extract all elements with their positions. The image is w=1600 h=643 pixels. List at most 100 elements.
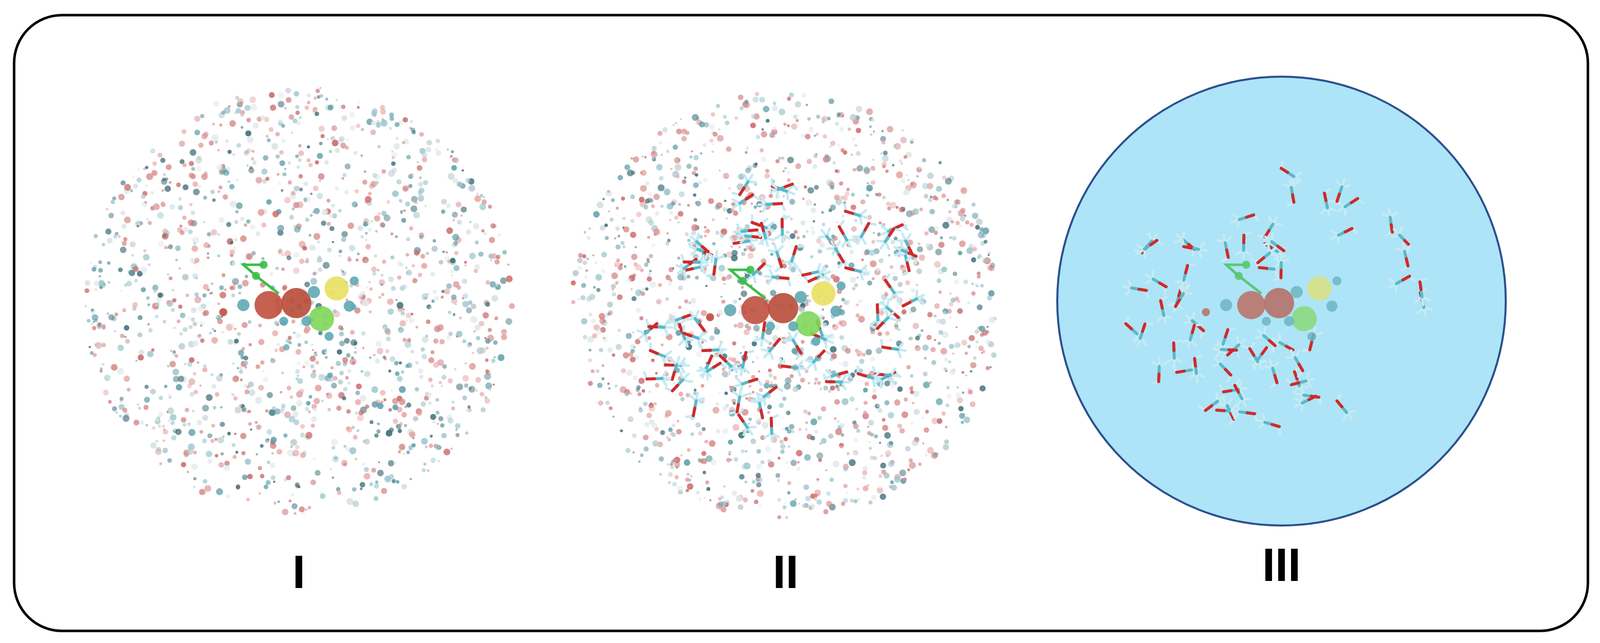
solvent-atom bbox=[157, 424, 161, 428]
solvent-atom bbox=[313, 232, 321, 240]
solvent-atom bbox=[352, 434, 358, 439]
solvent-atom bbox=[632, 375, 637, 380]
solvent-atom bbox=[165, 163, 172, 170]
solvent-atom bbox=[203, 131, 209, 138]
solvent-atom bbox=[281, 123, 285, 128]
solvent-atom bbox=[416, 164, 423, 171]
solvent-atom bbox=[295, 444, 300, 450]
solvent-atom bbox=[300, 423, 305, 429]
solvent-atom bbox=[147, 263, 151, 266]
solvent-atom bbox=[273, 480, 276, 483]
solvent-atom bbox=[807, 186, 814, 194]
solvent-atom bbox=[186, 470, 189, 473]
solvent-atom bbox=[240, 109, 246, 115]
solvent-atom bbox=[405, 201, 411, 207]
solvent-atom bbox=[347, 222, 355, 229]
solvent-atom bbox=[243, 355, 248, 360]
solvent-atom bbox=[344, 163, 351, 170]
solvent-atom bbox=[852, 137, 856, 141]
solvent-atom bbox=[189, 149, 197, 156]
solvent-atom bbox=[303, 197, 307, 202]
solvent-atom bbox=[265, 437, 270, 443]
solvent-atom bbox=[921, 416, 925, 419]
solvent-atom bbox=[99, 368, 103, 372]
solvent-atom bbox=[137, 403, 140, 406]
solvent-atom bbox=[241, 406, 247, 413]
solvent-atom bbox=[244, 389, 250, 395]
solvent-atom bbox=[101, 342, 106, 348]
solvent-atom bbox=[183, 451, 189, 457]
solvent-atom bbox=[402, 184, 409, 192]
solvent-atom bbox=[450, 269, 455, 274]
solvent-atom bbox=[450, 447, 453, 450]
solvent-atom bbox=[588, 357, 592, 362]
solvent-atom bbox=[102, 389, 109, 396]
solvent-atom bbox=[266, 460, 271, 464]
solvent-atom bbox=[290, 131, 293, 134]
solvent-atom bbox=[157, 212, 164, 219]
model-illustration bbox=[72, 74, 526, 528]
solvent-atom bbox=[430, 271, 436, 277]
solvent-atom bbox=[465, 177, 471, 183]
solvent-atom bbox=[738, 245, 742, 249]
solvent-atom bbox=[368, 183, 375, 189]
solvent-atom bbox=[987, 295, 993, 301]
solvent-atom bbox=[453, 265, 460, 272]
panel-label: I bbox=[292, 548, 306, 595]
solvent-atom bbox=[406, 402, 412, 408]
solvent-atom bbox=[275, 266, 280, 271]
solvent-atom bbox=[757, 503, 762, 507]
solvent-atom bbox=[91, 266, 97, 272]
solvent-atom bbox=[290, 492, 294, 496]
solvent-atom bbox=[498, 253, 501, 257]
solvent-atom bbox=[783, 131, 787, 135]
solvent-atom bbox=[188, 356, 195, 363]
solvent-atom bbox=[203, 309, 210, 316]
solvent-atom bbox=[372, 353, 376, 357]
solvent-atom bbox=[292, 267, 300, 274]
solvent-atom bbox=[411, 446, 414, 450]
solvent-atom bbox=[117, 344, 124, 351]
solvent-atom bbox=[947, 210, 952, 214]
solvent-atom bbox=[299, 452, 306, 459]
solvent-atom bbox=[956, 386, 959, 389]
solvent-atom bbox=[303, 359, 310, 366]
solvent-atom bbox=[247, 320, 252, 324]
solvent-atom bbox=[216, 374, 223, 382]
solvent-atom bbox=[206, 256, 210, 260]
solvent-atom bbox=[601, 251, 607, 258]
solvent-atom bbox=[217, 148, 220, 152]
solute-atom bbox=[324, 276, 349, 301]
solvent-atom bbox=[405, 269, 412, 276]
solvent-atom bbox=[430, 384, 434, 387]
solvent-atom bbox=[355, 390, 360, 395]
solvent-atom bbox=[310, 479, 316, 485]
solvent-atom bbox=[620, 240, 625, 245]
solvent-atom bbox=[836, 221, 839, 224]
solvent-atom bbox=[469, 220, 472, 223]
solvent-atom bbox=[304, 217, 310, 222]
solvent-atom bbox=[277, 249, 283, 255]
solvent-atom bbox=[112, 234, 117, 239]
solvent-atom bbox=[856, 428, 861, 433]
solvent-atom bbox=[202, 366, 208, 372]
solvent-atom bbox=[305, 431, 313, 439]
solvent-atom bbox=[397, 375, 403, 381]
solvent-atom bbox=[357, 101, 360, 104]
solvent-atom bbox=[206, 394, 213, 401]
solvent-atom bbox=[123, 375, 130, 382]
solvent-atom bbox=[219, 123, 223, 127]
solvent-atom bbox=[368, 280, 371, 284]
solvent-atom bbox=[400, 310, 406, 316]
solvent-atom bbox=[387, 298, 394, 305]
solvent-atom bbox=[220, 405, 223, 409]
solvent-atom bbox=[343, 444, 347, 448]
solvent-atom bbox=[813, 134, 816, 137]
solvent-atom bbox=[147, 220, 152, 225]
solvent-atom bbox=[284, 167, 287, 171]
solvent-atom bbox=[711, 112, 716, 117]
solvent-atom bbox=[929, 208, 935, 215]
solvent-atom bbox=[451, 406, 456, 411]
solvent-atom bbox=[121, 240, 127, 246]
solvent-atom bbox=[612, 415, 615, 418]
